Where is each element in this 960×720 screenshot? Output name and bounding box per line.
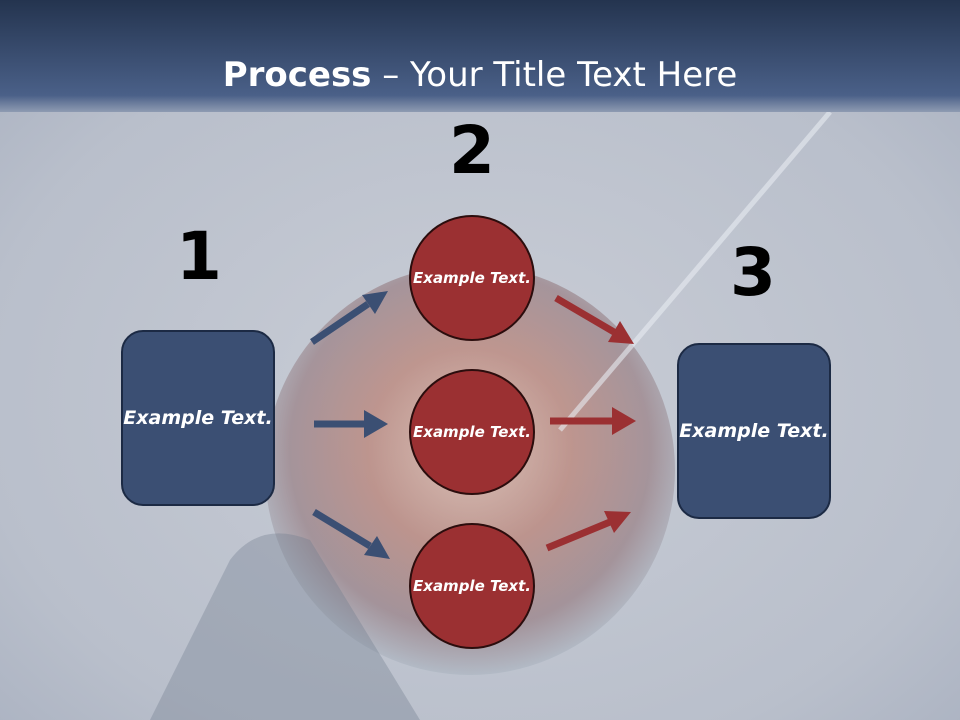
circle-top-text: Example Text. (413, 268, 531, 287)
arrow-left-to-bottom (312, 509, 390, 559)
title-bold-part: Process (222, 55, 372, 95)
title-bar (0, 0, 960, 112)
step-2-circle-top[interactable]: Example Text. (409, 215, 535, 341)
step-2-circle-bottom[interactable]: Example Text. (409, 523, 535, 649)
slide-title: Process – Your Title Text Here (0, 52, 960, 98)
step-1-box-text: Example Text. (123, 406, 273, 429)
circle-middle-text: Example Text. (413, 422, 531, 441)
step-1-box[interactable]: Example Text. (121, 330, 275, 506)
title-rest-part: – Your Title Text Here (371, 55, 738, 95)
step-3-box-text: Example Text. (679, 419, 829, 442)
step-number-2: 2 (449, 112, 495, 189)
arrow-left-to-top (310, 291, 388, 345)
step-number-3: 3 (730, 234, 776, 311)
arrow-top-to-right (554, 294, 634, 344)
arrow-left-to-middle (314, 410, 388, 438)
step-number-1: 1 (176, 218, 222, 295)
arrow-bottom-to-right (545, 511, 631, 552)
circle-bottom-text: Example Text. (413, 576, 531, 595)
step-2-circle-middle[interactable]: Example Text. (409, 369, 535, 495)
step-3-box[interactable]: Example Text. (677, 343, 831, 519)
arrow-middle-to-right (550, 407, 636, 435)
